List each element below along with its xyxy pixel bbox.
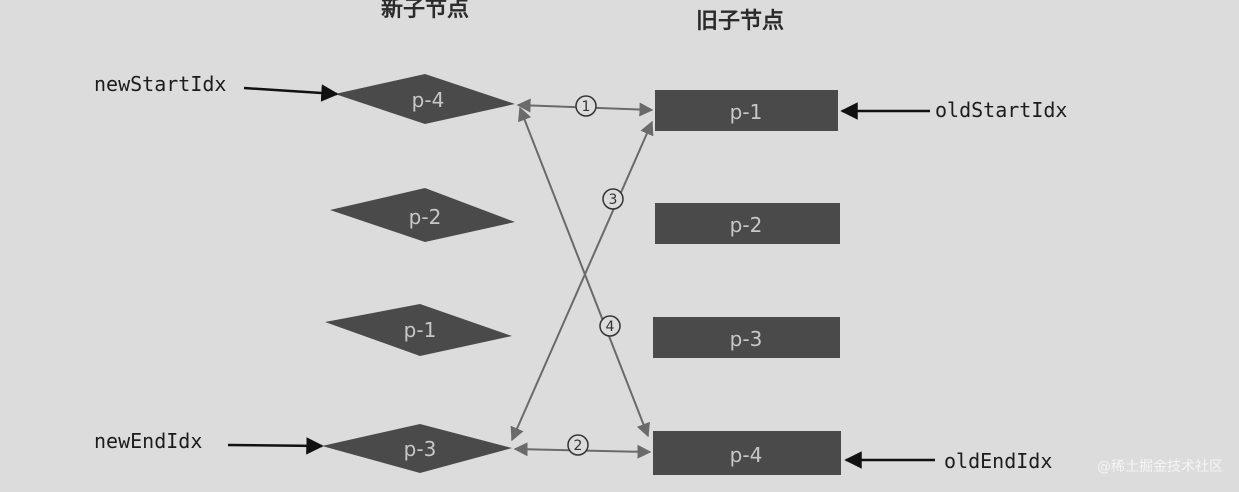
new-start-idx-arrow — [243, 84, 339, 102]
new-node-label: p-1 — [404, 318, 437, 342]
old-node: p-4 — [653, 431, 841, 475]
step-marker: 3 — [602, 188, 624, 210]
old-node-label: p-4 — [730, 443, 763, 467]
old-node: p-3 — [653, 317, 840, 358]
step-number: 4 — [606, 319, 615, 335]
old-end-idx-label: oldEndIdx — [944, 449, 1052, 473]
old-node-label: p-2 — [730, 213, 763, 237]
step-marker: 1 — [575, 95, 597, 117]
new-end-idx-arrow — [227, 437, 324, 455]
new-children-title: 新子节点 — [381, 0, 469, 22]
step-number: 3 — [609, 192, 618, 208]
new-node-label: p-4 — [412, 88, 445, 112]
old-children-title: 旧子节点 — [696, 8, 784, 34]
new-end-idx-label: newEndIdx — [94, 429, 202, 453]
new-node: p-1 — [325, 304, 512, 356]
step-number: 1 — [582, 99, 591, 115]
new-node-label: p-3 — [404, 437, 437, 461]
old-node: p-1 — [655, 90, 838, 131]
new-node: p-2 — [330, 188, 515, 242]
old-node-label: p-1 — [730, 100, 763, 124]
new-node: p-4 — [335, 74, 515, 124]
old-node: p-2 — [655, 203, 840, 244]
new-node-label: p-2 — [409, 205, 442, 229]
step-number: 2 — [574, 438, 583, 454]
watermark: @稀土掘金技术社区 — [1097, 459, 1223, 475]
step-marker: 2 — [567, 434, 589, 456]
old-start-idx-label: oldStartIdx — [935, 98, 1067, 122]
old-node-label: p-3 — [730, 327, 763, 351]
compare-arrow-4 — [518, 106, 650, 438]
new-node: p-3 — [322, 424, 512, 473]
new-start-idx-label: newStartIdx — [94, 72, 226, 96]
step-marker: 4 — [599, 315, 621, 337]
